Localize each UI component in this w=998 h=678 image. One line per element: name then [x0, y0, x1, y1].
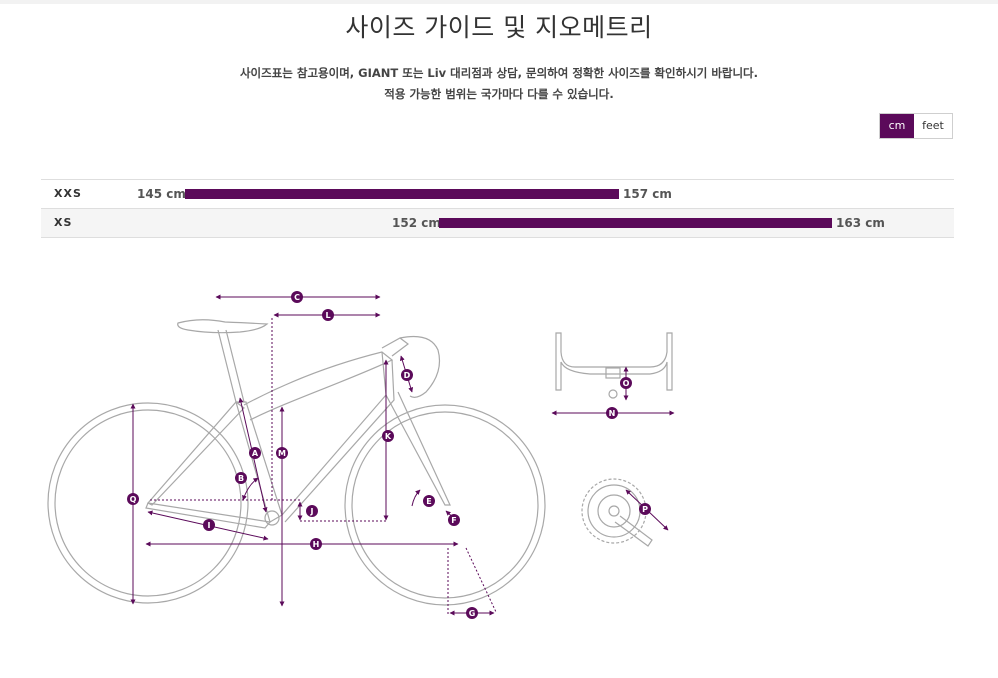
- badge-q: Q: [127, 493, 139, 505]
- range-min-label: 152 cm: [392, 216, 441, 230]
- badge-label: I: [208, 521, 211, 530]
- stem: [381, 337, 409, 357]
- badge-label: E: [426, 497, 431, 506]
- size-row-xxs: XXS 145 cm 157 cm: [41, 179, 954, 208]
- unit-toggle: cm feet: [879, 113, 953, 139]
- badge-d: D: [401, 369, 413, 381]
- badge-o: O: [620, 377, 632, 389]
- page-subtitle: 사이즈표는 참고용이며, GIANT 또는 Liv 대리점과 상담, 문의하여 …: [0, 63, 998, 105]
- badge-c: C: [291, 291, 303, 303]
- badge-label: J: [310, 507, 314, 516]
- badge-label: L: [325, 311, 330, 320]
- badge-label: C: [294, 293, 300, 302]
- range-max-label: 163 cm: [836, 216, 885, 230]
- badge-i: I: [203, 519, 215, 531]
- badge-a: A: [249, 447, 261, 459]
- badge-label: P: [642, 505, 648, 514]
- badge-label: D: [404, 371, 411, 380]
- seatpost: [217, 329, 245, 403]
- badge-label: M: [278, 449, 286, 458]
- size-label: XXS: [54, 187, 82, 200]
- geometry-diagram: C L D K M A B Q J I H E F G O N P: [47, 291, 675, 619]
- front-wheel: [344, 404, 546, 606]
- badge-f: F: [448, 514, 460, 526]
- badge-h: H: [310, 538, 322, 550]
- badge-label: Q: [130, 495, 137, 504]
- badge-label: B: [238, 474, 244, 483]
- page-title: 사이즈 가이드 및 지오메트리: [345, 13, 653, 42]
- badge-j: J: [306, 505, 318, 517]
- unit-feet-button[interactable]: feet: [914, 114, 952, 138]
- size-label: XS: [54, 216, 73, 229]
- badge-e: E: [423, 495, 435, 507]
- badge-b: B: [235, 472, 247, 484]
- bike-frame: [235, 401, 283, 523]
- saddle: [177, 319, 269, 334]
- handlebar-front-view: [555, 332, 673, 399]
- badge-p: P: [639, 503, 651, 515]
- size-row-xs: XS 152 cm 163 cm: [41, 208, 954, 238]
- range-bar: [185, 189, 619, 199]
- subtitle-line-1: 사이즈표는 참고용이며, GIANT 또는 Liv 대리점과 상담, 문의하여 …: [239, 66, 759, 80]
- range-bar: [439, 218, 832, 228]
- subtitle-line-2: 적용 가능한 범위는 국가마다 다를 수 있습니다.: [384, 87, 614, 101]
- handlebar: [399, 335, 441, 398]
- dimension-lines: [130, 294, 497, 616]
- badge-label: F: [451, 516, 456, 525]
- bike-illustration: [47, 319, 546, 606]
- badge-g: G: [466, 607, 478, 619]
- badge-m: M: [276, 447, 288, 459]
- top-divider: [0, 0, 998, 4]
- badge-label: A: [252, 449, 259, 458]
- badge-label: H: [313, 540, 320, 549]
- fork: [385, 391, 451, 506]
- badge-n: N: [606, 407, 618, 419]
- badge-k: K: [382, 430, 394, 442]
- badge-label: K: [385, 432, 392, 441]
- range-min-label: 145 cm: [137, 187, 186, 201]
- badge-l: L: [322, 309, 334, 321]
- geometry-badges: C L D K M A B Q J I H E F G O N P: [127, 291, 651, 619]
- badge-label: N: [609, 409, 616, 418]
- badge-label: G: [469, 609, 476, 618]
- unit-cm-button[interactable]: cm: [880, 114, 914, 138]
- range-max-label: 157 cm: [623, 187, 672, 201]
- badge-label: O: [623, 379, 630, 388]
- size-chart: XXS 145 cm 157 cm XS 152 cm 163 cm: [41, 179, 954, 238]
